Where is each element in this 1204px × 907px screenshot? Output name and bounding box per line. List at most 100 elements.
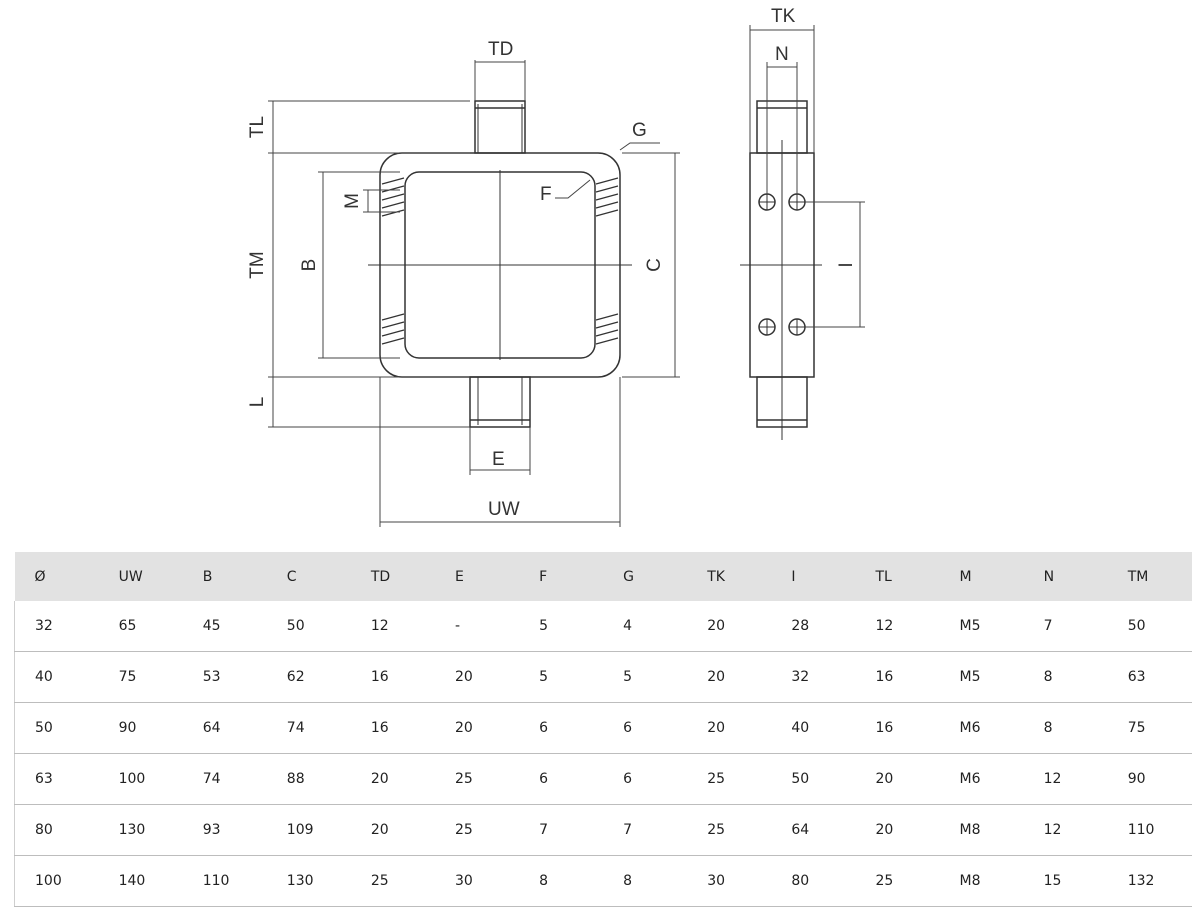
- table-cell: 16: [350, 702, 435, 754]
- label-td: TD: [488, 39, 513, 60]
- table-cell: 6: [603, 702, 688, 754]
- table-cell: 80: [771, 855, 856, 907]
- table-cell: 5: [519, 601, 604, 652]
- table-cell: 53: [182, 651, 267, 703]
- front-dimensions: [268, 60, 680, 527]
- table-cell: M5: [939, 651, 1024, 703]
- table-cell: 50: [13, 702, 99, 754]
- table-cell: 50: [266, 601, 351, 652]
- label-f: F: [540, 184, 552, 205]
- column-header: M: [939, 552, 1024, 601]
- column-header: C: [266, 552, 351, 601]
- table-cell: M8: [939, 804, 1024, 856]
- table-cell: 20: [350, 804, 435, 856]
- table-cell: 50: [1107, 601, 1192, 652]
- table-cell: 63: [13, 753, 99, 805]
- table-cell: 8: [603, 855, 688, 907]
- table-cell: 16: [855, 651, 940, 703]
- table-cell: 5: [519, 651, 604, 703]
- column-header: TM: [1107, 552, 1192, 601]
- side-dimensions: [749, 25, 865, 328]
- table-cell: 20: [855, 753, 940, 805]
- table-cell: 25: [687, 753, 772, 805]
- label-uw: UW: [488, 499, 520, 520]
- table-cell: 25: [855, 855, 940, 907]
- table-cell: 132: [1107, 855, 1192, 907]
- table-cell: M6: [939, 702, 1024, 754]
- table-cell: 8: [1023, 651, 1108, 703]
- table-cell: 75: [1107, 702, 1192, 754]
- label-m: M: [342, 193, 363, 209]
- table-cell: 40: [13, 651, 99, 703]
- table-cell: 16: [855, 702, 940, 754]
- table-cell: 6: [519, 753, 604, 805]
- table-cell: 12: [1023, 804, 1108, 856]
- table-cell: 30: [434, 855, 520, 907]
- column-header: B: [182, 552, 267, 601]
- table-cell: 25: [434, 753, 520, 805]
- table-cell: 30: [687, 855, 772, 907]
- table-cell: 74: [266, 702, 351, 754]
- label-e: E: [492, 449, 505, 470]
- side-view: [740, 100, 822, 440]
- front-view: [368, 100, 632, 428]
- table-cell: 80: [13, 804, 99, 856]
- column-header: F: [519, 552, 604, 601]
- column-header: N: [1023, 552, 1108, 601]
- table-cell: 25: [350, 855, 435, 907]
- column-header: E: [434, 552, 520, 601]
- column-header: TL: [855, 552, 940, 601]
- table-cell: 65: [98, 601, 183, 652]
- column-header: TD: [350, 552, 435, 601]
- table-cell: 100: [98, 753, 183, 805]
- table-cell: 64: [771, 804, 856, 856]
- label-l: L: [247, 397, 268, 408]
- table-cell: M8: [939, 855, 1024, 907]
- table-cell: 7: [1023, 601, 1108, 652]
- top-tube: [474, 100, 526, 154]
- table-cell: M6: [939, 753, 1024, 805]
- label-n: N: [775, 44, 789, 65]
- table-cell: 32: [771, 651, 856, 703]
- label-g: G: [632, 120, 647, 141]
- table-cell: M5: [939, 601, 1024, 652]
- table-cell: 6: [519, 702, 604, 754]
- table-cell: 63: [1107, 651, 1192, 703]
- column-header: TK: [687, 552, 772, 601]
- label-tm: TM: [247, 251, 268, 278]
- table-cell: -: [434, 601, 520, 652]
- table-cell: 64: [182, 702, 267, 754]
- column-header: G: [603, 552, 688, 601]
- table-cell: 20: [434, 651, 520, 703]
- technical-drawing: TD TL TM L M B C G F E UW TK N I: [247, 6, 865, 527]
- table-cell: 20: [687, 702, 772, 754]
- table-cell: 88: [266, 753, 351, 805]
- table-cell: 74: [182, 753, 267, 805]
- table-cell: 50: [771, 753, 856, 805]
- table-cell: 62: [266, 651, 351, 703]
- table-cell: 25: [687, 804, 772, 856]
- table-cell: 6: [603, 753, 688, 805]
- table-cell: 130: [98, 804, 183, 856]
- table-cell: 8: [1023, 702, 1108, 754]
- table-cell: 7: [603, 804, 688, 856]
- table-cell: 90: [1107, 753, 1192, 805]
- label-i: I: [836, 262, 857, 267]
- table-cell: 130: [266, 855, 351, 907]
- table-cell: 20: [687, 651, 772, 703]
- table-cell: 8: [519, 855, 604, 907]
- table-cell: 20: [350, 753, 435, 805]
- table-cell: 16: [350, 651, 435, 703]
- table-cell: 4: [603, 601, 688, 652]
- label-b: B: [299, 259, 320, 272]
- table-cell: 140: [98, 855, 183, 907]
- label-c: C: [644, 258, 665, 272]
- table-cell: 20: [855, 804, 940, 856]
